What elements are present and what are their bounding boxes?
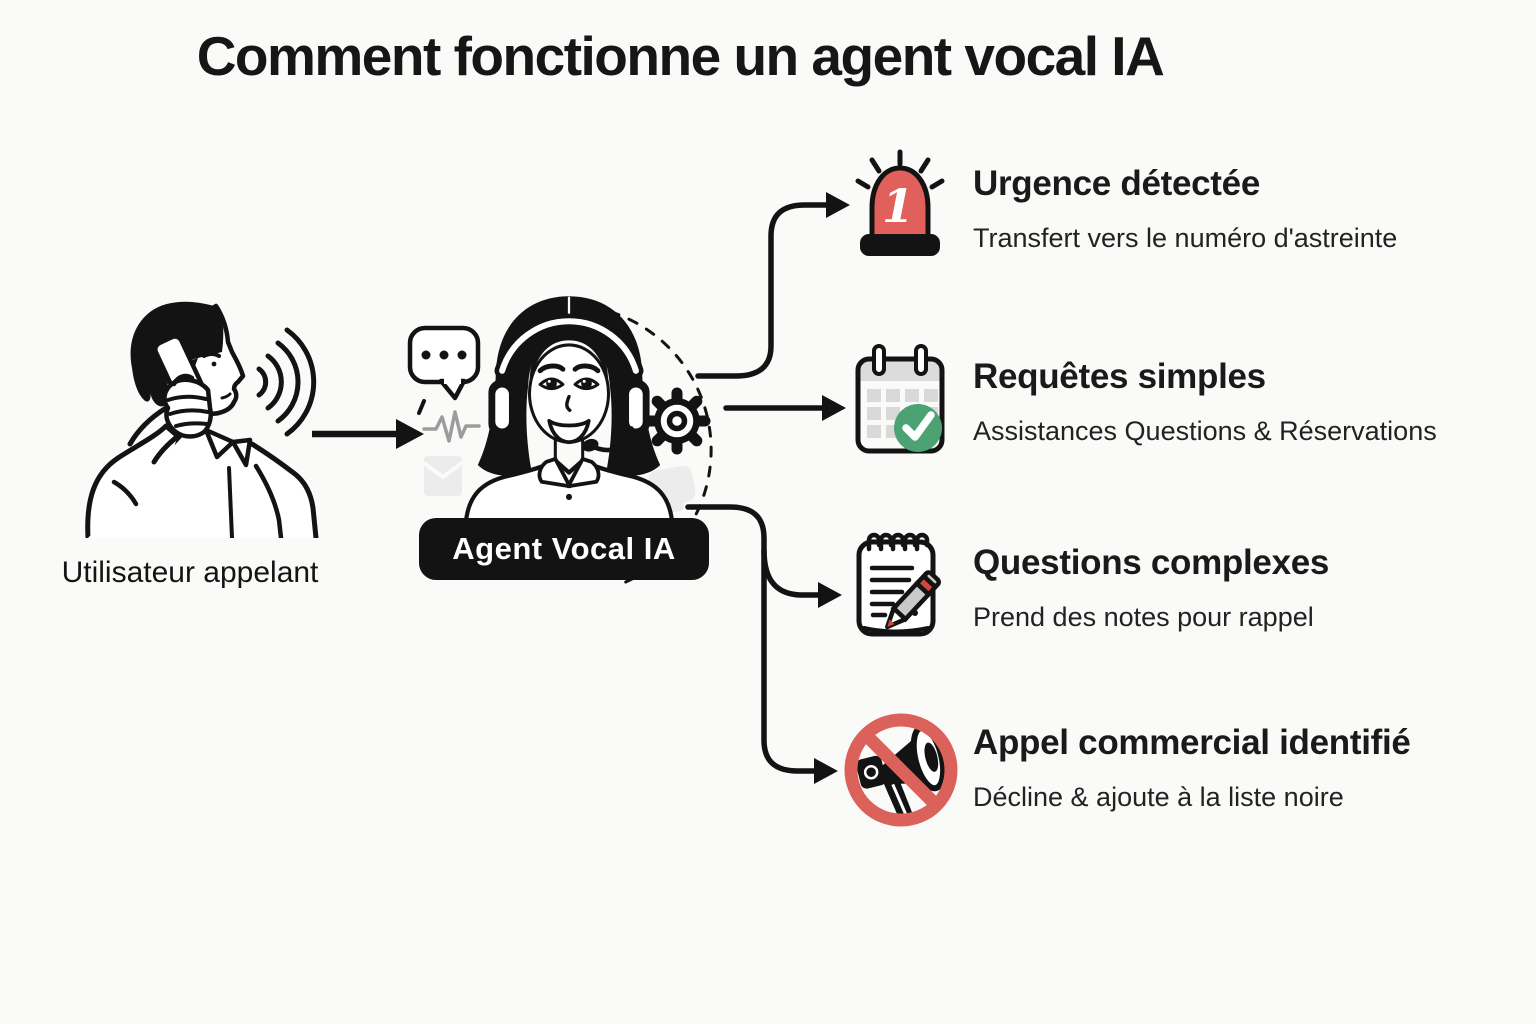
outcome-row-urgence: 1 Urgence détectée Transfert vers le num…	[843, 148, 1463, 278]
outcome-title: Appel commercial identifié	[973, 723, 1411, 762]
arrow-caller-to-agent	[312, 419, 424, 449]
siren-number: 1	[882, 179, 914, 233]
notepad-lines	[869, 565, 915, 618]
caller-hand	[127, 373, 213, 465]
notepad-pencil-icon	[856, 532, 941, 637]
agent-illustration	[463, 296, 675, 526]
connector-agent-to-questions	[761, 547, 842, 608]
decor-envelope-icon	[422, 456, 464, 496]
no-megaphone-icon	[844, 713, 958, 827]
gear-icon	[643, 387, 711, 455]
outcome-title: Requêtes simples	[973, 357, 1266, 396]
page-title: Comment fonctionne un agent vocal IA	[196, 25, 1165, 87]
outcome-title: Questions complexes	[973, 543, 1330, 582]
connector-agent-to-urgence	[695, 192, 850, 379]
notepad-spiral	[866, 532, 930, 552]
caller-label: Utilisateur appelant	[61, 556, 319, 589]
agent-features	[537, 363, 601, 445]
agent-badge: Agent Vocal IA	[419, 518, 709, 580]
outcome-row-requetes: Requêtes simples Assistances Questions &…	[843, 341, 1463, 471]
outcome-subtitle: Transfert vers le numéro d'astreinte	[973, 223, 1398, 253]
pencil-icon	[885, 570, 941, 630]
chat-bubble-icon	[407, 325, 481, 401]
agent-badge-label: Agent Vocal IA	[452, 531, 676, 566]
outcome-row-commercial: Appel commercial identifié Décline & ajo…	[843, 704, 1463, 834]
mic-boom-icon	[582, 426, 634, 453]
siren-icon: 1	[855, 149, 945, 256]
outcome-title: Urgence détectée	[973, 164, 1260, 203]
outcome-subtitle: Décline & ajoute à la liste noire	[973, 782, 1344, 812]
outcome-subtitle: Assistances Questions & Réservations	[973, 416, 1437, 446]
prohibition-sign	[844, 713, 958, 827]
outcome-row-questions: Questions complexes Prend des notes pour…	[843, 526, 1463, 656]
calendar-check-icon	[855, 344, 945, 454]
headset-earcups	[488, 379, 650, 437]
connector-agent-to-commercial	[685, 504, 838, 784]
outcome-subtitle: Prend des notes pour rappel	[973, 602, 1314, 632]
caller-illustration	[85, 301, 319, 538]
waveform-icon	[417, 399, 481, 443]
sound-waves-icon	[256, 327, 317, 437]
agent-shirt	[463, 437, 675, 526]
caller-body	[85, 418, 319, 538]
connector-agent-to-requetes	[723, 395, 846, 421]
